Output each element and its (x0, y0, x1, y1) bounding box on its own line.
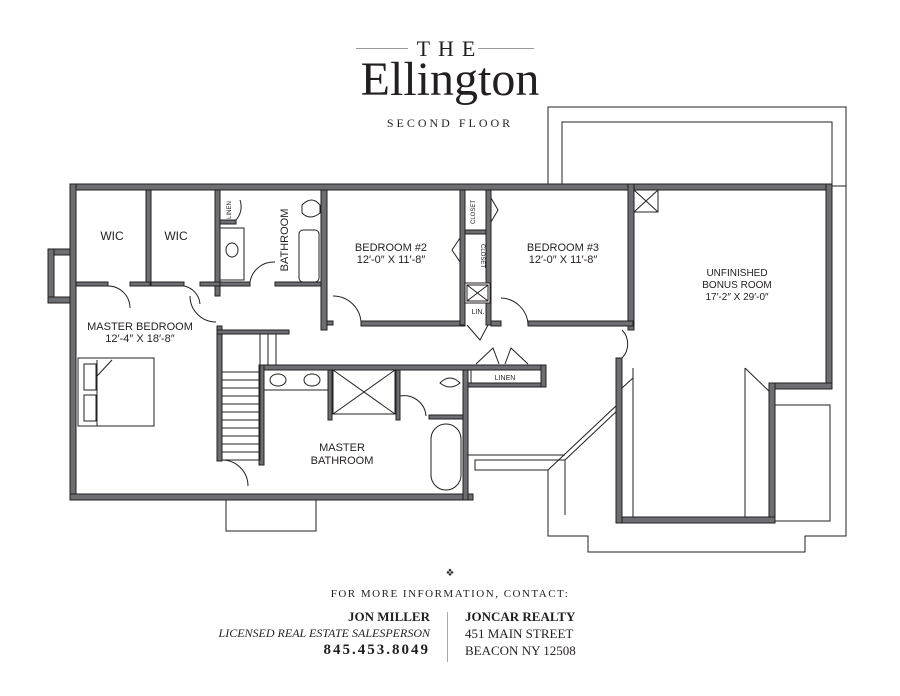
plan-title: Ellington (360, 53, 540, 106)
ornament-icon: ❖ (445, 568, 455, 579)
roof-inner (561, 121, 833, 187)
roof-outline (547, 106, 847, 187)
master-bathroom-label-1: MASTER (319, 442, 365, 454)
wic-2-label: WIC (164, 229, 188, 243)
master-bedroom-size: 12′-4″ X 18′-8″ (105, 333, 175, 345)
bonus-room-label-1: UNFINISHED (706, 268, 767, 279)
title-rule-left (356, 48, 408, 49)
title-rule-right (478, 48, 534, 49)
agent-phone: 845.453.8049 (323, 642, 430, 658)
bonus-room-size: 17′-2″ X 29′-0″ (705, 292, 769, 303)
linen-hall-label: LINEN (495, 375, 516, 382)
closet-1-label: CLOSET (471, 200, 477, 224)
footer-divider (447, 612, 448, 662)
bedroom-3-size: 12′-0″ X 11′-8″ (529, 254, 598, 266)
linen-small-label: LINEN (227, 201, 233, 219)
company-name: JONCAR REALTY (465, 609, 576, 624)
agent-role: LICENSED REAL ESTATE SALESPERSON (218, 626, 430, 640)
bedroom-2-label: BEDROOM #2 (355, 242, 427, 254)
pre-title: THE (416, 36, 484, 61)
bedroom-3-label: BEDROOM #3 (527, 242, 599, 254)
company-street: 451 MAIN STREET (465, 626, 574, 641)
closet-2-label: CLOSET (479, 244, 485, 268)
company-city: BEACON NY 12508 (465, 643, 576, 658)
contact-heading: FOR MORE INFORMATION, CONTACT: (330, 588, 570, 600)
company-block: JONCAR REALTY 451 MAIN STREET BEACON NY … (465, 609, 576, 659)
bonus-room-label-2: BONUS ROOM (702, 280, 771, 291)
lin-label: LIN. (472, 309, 485, 316)
agent-name: JON MILLER (348, 609, 430, 624)
master-bathroom-label-2: BATHROOM (311, 455, 374, 467)
bathroom-label: BATHROOM (279, 209, 291, 272)
porch-step (225, 497, 317, 532)
wic-1-label: WIC (100, 229, 124, 243)
lower-right-outline (547, 186, 847, 553)
agent-block: JON MILLER LICENSED REAL ESTATE SALESPER… (219, 609, 430, 659)
walls (47, 183, 833, 524)
floor-subtitle: SECOND FLOOR (386, 116, 514, 130)
bedroom-2-size: 12′-0″ X 11′-8″ (357, 254, 426, 266)
master-bedroom-label: MASTER BEDROOM (87, 321, 193, 333)
